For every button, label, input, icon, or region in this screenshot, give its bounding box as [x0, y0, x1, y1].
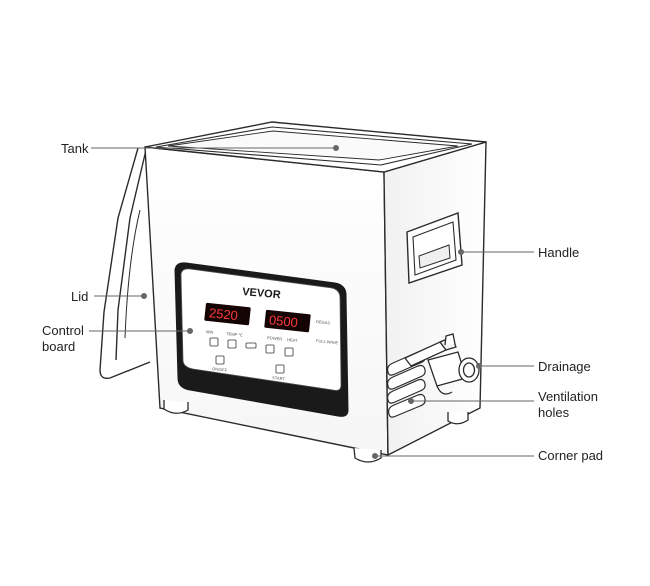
- power-button[interactable]: [265, 344, 275, 354]
- temp-button[interactable]: [227, 339, 237, 349]
- start-label: START: [272, 375, 286, 381]
- time-display-screen: [204, 302, 251, 326]
- heat-button[interactable]: [284, 347, 294, 357]
- drainage-label: Drainage: [538, 359, 591, 374]
- on-off-label: ON/OFF: [212, 366, 228, 373]
- degas-label: DEGAS: [316, 319, 331, 325]
- leader-lines: [89, 145, 534, 459]
- temp-label: TEMP ℃: [226, 331, 244, 338]
- time-display: 2520: [208, 305, 238, 323]
- corner-pad-back-right: [447, 412, 469, 425]
- full-wave-label: FULL WAVE: [316, 338, 339, 345]
- degas-button[interactable]: [245, 342, 257, 349]
- heat-label: HEAT: [287, 337, 298, 343]
- start-button[interactable]: [275, 364, 285, 374]
- power-display: 0500: [268, 312, 298, 330]
- time-label: MIN: [206, 329, 214, 335]
- tank: [144, 121, 487, 173]
- control-board-label: Control board: [42, 323, 84, 354]
- lid-label: Lid: [71, 289, 89, 304]
- ventilation-holes-label: Ventilation holes: [538, 389, 598, 420]
- corner-pad-front-left: [163, 400, 189, 414]
- drainage-valve: [403, 333, 480, 395]
- lid: [99, 147, 151, 380]
- corner-pad-label: Corner pad: [538, 448, 604, 463]
- control-panel: VEVOR 2520 0500 MIN TEMP ℃ DEGAS FULL WA…: [174, 262, 349, 417]
- handle: [406, 212, 463, 284]
- on-off-button[interactable]: [215, 355, 225, 365]
- power-display-screen: [264, 309, 311, 333]
- brand-logo: VEVOR: [242, 286, 281, 301]
- time-button[interactable]: [209, 337, 219, 347]
- tank-label: Tank: [61, 141, 89, 156]
- handle-label: Handle: [538, 245, 580, 260]
- power-label: POWER: [267, 335, 283, 342]
